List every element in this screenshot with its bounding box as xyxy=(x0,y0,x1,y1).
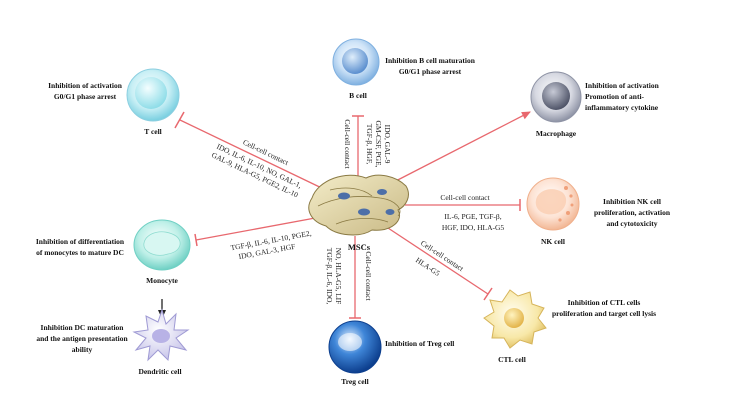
svg-text:of monocytes to mature DC: of monocytes to mature DC xyxy=(36,248,124,257)
nk-cell-factor-line-1: IL-6, PGE, TGF-β, xyxy=(444,212,501,221)
svg-text:proliferation and target cell: proliferation and target cell lysis xyxy=(552,309,656,318)
treg-cell-name: Treg cell xyxy=(341,377,368,386)
macrophage-icon xyxy=(530,71,582,123)
svg-text:Inhibition of Treg cell: Inhibition of Treg cell xyxy=(385,339,454,348)
macrophage-effect: Inhibition of activation Promotion of an… xyxy=(585,81,660,112)
msc-label: MSCs xyxy=(348,242,371,252)
svg-text:Inhibition DC maturation: Inhibition DC maturation xyxy=(41,323,125,332)
svg-text:Inhibition NK cell: Inhibition NK cell xyxy=(603,197,661,206)
svg-text:Inhibition of activation: Inhibition of activation xyxy=(48,81,123,90)
nk-cell-name: NK cell xyxy=(541,237,565,246)
svg-text:proliferation, activation: proliferation, activation xyxy=(594,208,671,217)
treg-cell-icon xyxy=(328,320,382,374)
svg-text:Inhibition of activation: Inhibition of activation xyxy=(585,81,660,90)
inhibit-bar-monocyte xyxy=(194,233,198,247)
b-cell-contact-label: Cell-cell contact xyxy=(343,119,352,169)
dendritic-cell-icon xyxy=(132,308,190,362)
t-cell-icon xyxy=(126,68,180,122)
activation-arrow-macrophage xyxy=(387,111,531,186)
svg-text:Inhibition B cell maturation: Inhibition B cell maturation xyxy=(385,56,476,65)
t-cell-name: T cell xyxy=(144,127,162,136)
ctl-cell-icon xyxy=(483,289,547,349)
svg-text:Inhibition of differentiation: Inhibition of differentiation xyxy=(36,237,125,246)
nk-cell-contact-label: Cell-cell contact xyxy=(440,193,490,202)
ctl-cell-factor-line-1: HLA-G5 xyxy=(414,255,442,278)
monocyte-effect: Inhibition of differentiation of monocyt… xyxy=(36,237,125,257)
nk-cell-factor-line-2: HGF, IDO, HLA-G5 xyxy=(442,223,505,232)
b-cell-effect: Inhibition B cell maturation G0/G1 phase… xyxy=(385,56,476,76)
dendritic-cell-effect: Inhibition DC maturation and the antigen… xyxy=(36,323,128,354)
nk-cell-effect: Inhibition NK cell proliferation, activa… xyxy=(594,197,671,228)
svg-text:inflammatory cytokine: inflammatory cytokine xyxy=(585,103,659,112)
svg-text:ability: ability xyxy=(72,345,93,354)
treg-cell-factor-line-2: NO, HLA-G5, LIF xyxy=(334,248,343,305)
svg-text:G0/G1 phase arrest: G0/G1 phase arrest xyxy=(54,92,117,101)
b-cell-name: B cell xyxy=(349,91,367,100)
nk-cell-link-labels: Cell-cell contact IL-6, PGE, TGF-β, HGF,… xyxy=(440,193,504,232)
b-cell-factor-line-1: TGF-β, HGF, xyxy=(365,124,374,165)
svg-text:Promotion of anti-: Promotion of anti- xyxy=(585,92,645,101)
svg-text:and the antigen presentation: and the antigen presentation xyxy=(36,334,128,343)
t-cell-link-labels: Cell-cell contact IDO, IL-6, IL-10, NO, … xyxy=(210,138,303,200)
ctl-cell-name: CTL cell xyxy=(498,355,526,364)
msc-cluster xyxy=(308,174,409,236)
monocyte-name: Monocyte xyxy=(146,276,178,285)
ctl-cell-effect: Inhibition of CTL cells proliferation an… xyxy=(552,298,656,318)
svg-text:Inhibition of CTL cells: Inhibition of CTL cells xyxy=(568,298,641,307)
monocyte-link-labels: TGF-β, IL-6, IL-10, PGE2, IDO, GAL-3, HG… xyxy=(230,228,312,261)
nk-cell-icon xyxy=(526,177,580,231)
monocyte-icon xyxy=(133,219,191,271)
treg-cell-contact-label: Cell-cell contact xyxy=(364,251,373,301)
inhibit-line-t-cell xyxy=(179,119,331,193)
inhibit-line-monocyte xyxy=(195,215,327,241)
b-cell-factor-line-2: GM-CSF, PGE, xyxy=(374,120,383,167)
treg-cell-effect: Inhibition of Treg cell xyxy=(385,339,454,348)
ctl-cell-link-labels: Cell-cell contact HLA-G5 xyxy=(414,238,466,278)
inhibit-line-ctl-cell xyxy=(387,227,489,295)
b-cell-link-labels: Cell-cell contact TGF-β, HGF, GM-CSF, PG… xyxy=(343,119,392,169)
macrophage-name: Macrophage xyxy=(536,129,577,138)
treg-cell-link-labels: TGF-β, IL-6, IDO, NO, HLA-G5, LIF Cell-c… xyxy=(325,248,373,305)
b-cell-icon xyxy=(332,38,380,86)
dendritic-cell-name: Dendritic cell xyxy=(138,367,181,376)
treg-cell-factor-line-1: TGF-β, IL-6, IDO, xyxy=(325,248,334,305)
inhibit-bar-t-cell xyxy=(174,111,185,129)
b-cell-factor-line-3: IDO, GAL-9 xyxy=(383,125,392,164)
svg-text:G0/G1 phase arrest: G0/G1 phase arrest xyxy=(399,67,462,76)
inhibit-bar-ctl-cell xyxy=(483,287,493,301)
svg-text:and cytotoxicity: and cytotoxicity xyxy=(606,219,657,228)
t-cell-effect: Inhibition of activation G0/G1 phase arr… xyxy=(48,81,123,101)
